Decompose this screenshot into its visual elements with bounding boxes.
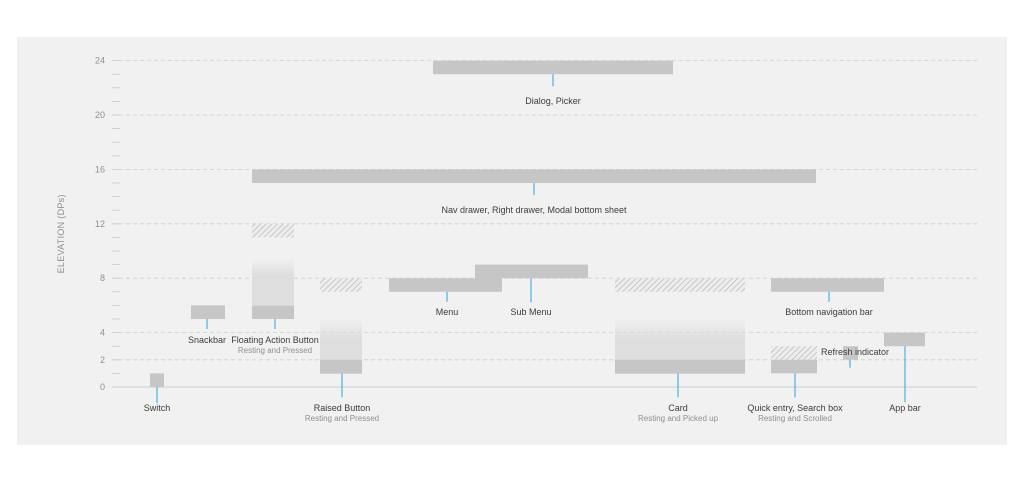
component-label: Nav drawer, Right drawer, Modal bottom s… xyxy=(441,205,627,215)
component-label: Dialog, Picker xyxy=(525,96,581,106)
component-label: Quick entry, Search box xyxy=(747,403,843,413)
bar-pressed xyxy=(771,346,817,360)
bar-pressed xyxy=(615,278,745,292)
component-sublabel: Resting and Pressed xyxy=(305,414,379,423)
bar-resting xyxy=(252,305,294,319)
bar-resting xyxy=(884,332,925,347)
bar-resting xyxy=(433,60,673,75)
bar-resting xyxy=(771,359,817,374)
component-label: Sub Menu xyxy=(510,307,551,317)
bar-resting xyxy=(252,169,816,183)
y-tick-label: 20 xyxy=(95,110,105,120)
y-tick-label: 0 xyxy=(100,382,105,392)
component-label: Floating Action Button xyxy=(231,335,319,345)
component-sublabel: Resting and Picked up xyxy=(638,414,719,423)
component-label: Bottom navigation bar xyxy=(785,307,873,317)
bar-resting xyxy=(389,278,502,292)
component-label: Card xyxy=(668,403,688,413)
bar-resting xyxy=(843,346,858,360)
y-tick-label: 4 xyxy=(100,328,105,338)
y-tick-label: 12 xyxy=(95,219,105,229)
y-tick-label: 8 xyxy=(100,273,105,283)
bar-resting xyxy=(150,373,164,387)
component-sublabel: Resting and Scrolled xyxy=(758,414,832,423)
bar-resting xyxy=(475,264,588,279)
bar-resting xyxy=(615,359,745,374)
component-label: Snackbar xyxy=(188,335,226,345)
y-axis-label: ELEVATION (DPs) xyxy=(56,194,66,273)
bar-pressed xyxy=(320,278,362,292)
y-tick-label: 16 xyxy=(95,164,105,174)
component-label: Switch xyxy=(144,403,171,413)
bar-resting xyxy=(191,305,225,319)
bar-resting xyxy=(320,359,362,374)
component-label: App bar xyxy=(889,403,921,413)
bar-resting xyxy=(771,278,884,292)
elevation-chart: ELEVATION (DPs)024812162024SwitchSnackba… xyxy=(56,56,977,423)
component-label: Menu xyxy=(436,307,459,317)
y-tick-label: 2 xyxy=(100,355,105,365)
y-tick-label: 24 xyxy=(95,56,105,66)
component-sublabel: Resting and Pressed xyxy=(238,346,312,355)
shadow-region xyxy=(252,259,294,305)
bar-pressed xyxy=(252,223,294,238)
component-label: Refresh indicator xyxy=(821,347,889,357)
component-label: Raised Button xyxy=(314,403,371,413)
